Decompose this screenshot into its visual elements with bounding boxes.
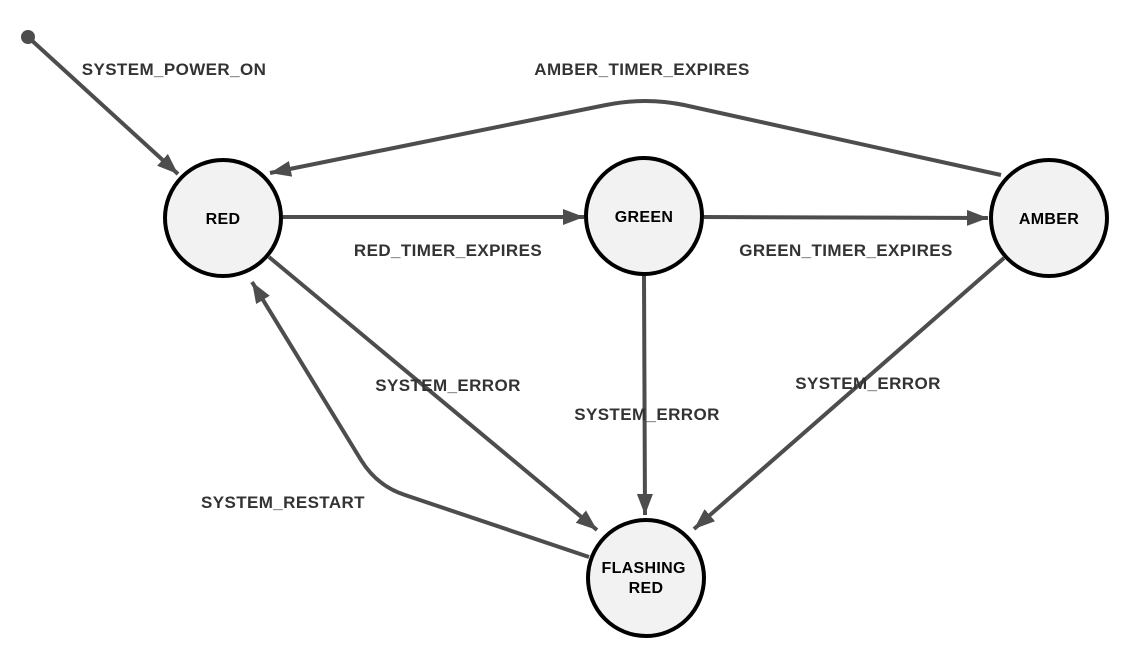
state-green-node: GREEN bbox=[584, 156, 704, 276]
state-red-label: RED bbox=[206, 211, 241, 228]
transition-red-to-flashing-red-label: SYSTEM_ERROR bbox=[375, 376, 521, 395]
state-flashing-red-label: FLASHING RED bbox=[602, 560, 691, 597]
initial-state-dot bbox=[21, 30, 35, 44]
transition-amber-to-red-edge bbox=[269, 99, 1002, 177]
state-flashing-red-label-line-2: RED bbox=[629, 580, 664, 597]
state-red-node: RED bbox=[163, 158, 283, 278]
state-flashing-red-circle bbox=[586, 518, 706, 638]
transition-green-to-flashing-red-label: SYSTEM_ERROR bbox=[574, 405, 720, 424]
transition-amber-to-red-label: AMBER_TIMER_EXPIRES bbox=[534, 60, 749, 79]
transitions-layer bbox=[26, 35, 1006, 559]
transition-flashing-red-to-red-edge bbox=[250, 280, 590, 559]
transition-amber-to-flashing-red-label: SYSTEM_ERROR bbox=[795, 374, 941, 393]
state-amber-circle bbox=[989, 158, 1109, 278]
state-amber-label: AMBER bbox=[1019, 211, 1079, 228]
transition-amber-to-flashing-red-edge bbox=[692, 256, 1006, 531]
state-flashing-red-node: FLASHING RED bbox=[586, 518, 706, 638]
transition-labels-layer: SYSTEM_POWER_ON RED_TIMER_EXPIRES GREEN_… bbox=[82, 60, 953, 512]
transition-red-to-flashing-red-edge bbox=[267, 255, 599, 532]
transition-green-to-amber-edge bbox=[703, 209, 989, 226]
state-green-label: GREEN bbox=[615, 209, 673, 226]
transition-red-to-green-label: RED_TIMER_EXPIRES bbox=[354, 241, 542, 260]
state-green-circle bbox=[584, 156, 704, 276]
state-flashing-red-label-line-1: FLASHING bbox=[602, 560, 686, 577]
transition-initial-to-red-label: SYSTEM_POWER_ON bbox=[82, 60, 267, 79]
transition-green-to-flashing-red-edge bbox=[636, 275, 653, 516]
transition-green-to-amber-label: GREEN_TIMER_EXPIRES bbox=[739, 241, 953, 260]
transition-initial-to-red-edge bbox=[26, 35, 180, 176]
state-amber-node: AMBER bbox=[989, 158, 1109, 278]
states-layer: RED GREEN AMBER FLASHING RED bbox=[163, 156, 1109, 638]
state-red-circle bbox=[163, 158, 283, 278]
transition-flashing-red-to-red-label: SYSTEM_RESTART bbox=[201, 493, 365, 512]
